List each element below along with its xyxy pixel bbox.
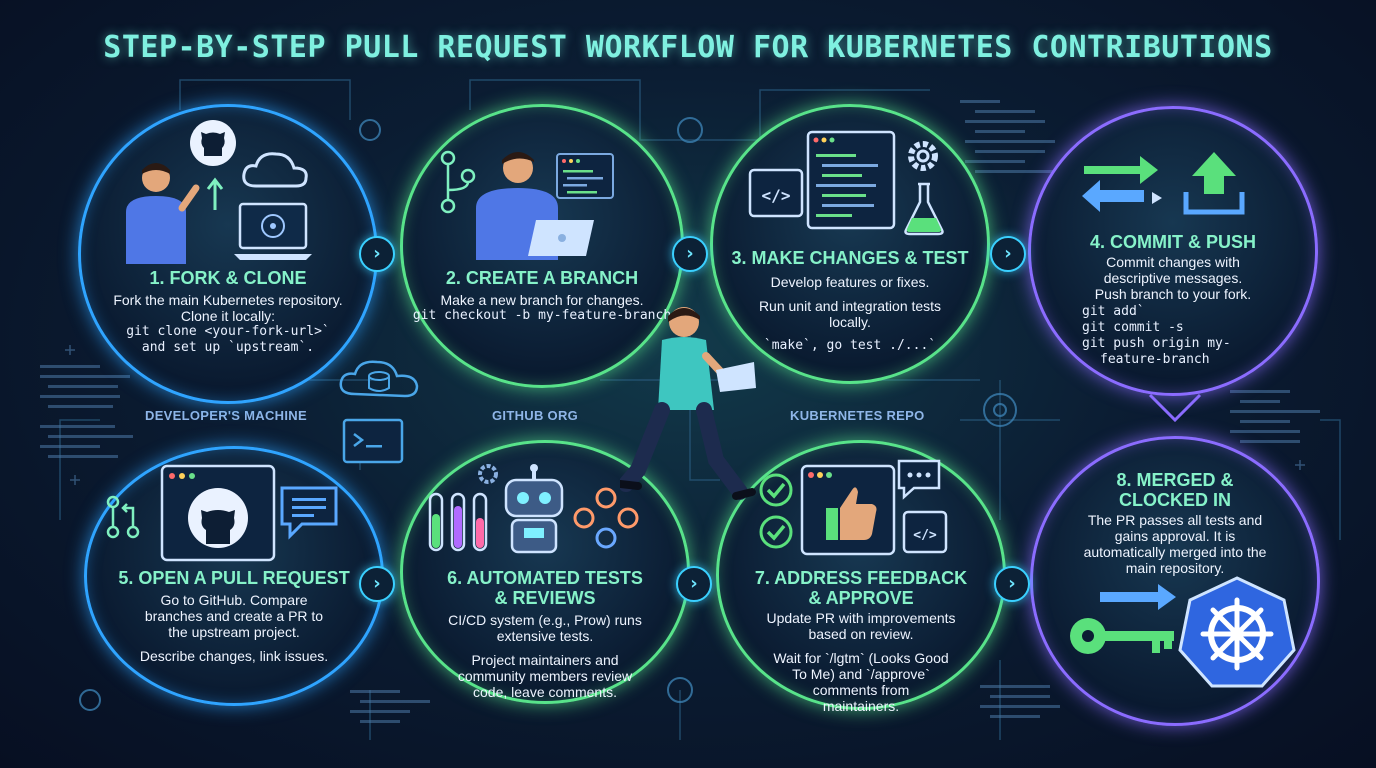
gear-small-icon: [478, 464, 498, 484]
flow-arrow-1-2: ›: [359, 236, 395, 272]
step-7-desc: Update PR with improvements based on rev…: [766, 610, 956, 714]
step-8-title: 8. MERGED & CLOCKED IN: [1116, 470, 1234, 510]
svg-text:</>: </>: [913, 528, 937, 543]
step-3-title: 3. MAKE CHANGES & TEST: [731, 248, 969, 268]
svg-text:</>: </>: [762, 186, 791, 205]
test-tubes-icon: [428, 492, 488, 552]
pull-request-icon: [106, 495, 140, 539]
page-title: STEP-BY-STEP PULL REQUEST WORKFLOW FOR K…: [103, 30, 1273, 65]
developer-figure: [126, 163, 200, 264]
github-icon: [190, 120, 236, 166]
step-3-desc: Develop features or fixes. Run unit and …: [758, 274, 942, 353]
step-5-desc: Go to GitHub. Compare branches and creat…: [139, 592, 329, 664]
code-tag-icon: </>: [748, 168, 804, 218]
kubernetes-helm-icon: [1178, 576, 1296, 688]
database-cloud-icon: [339, 360, 419, 398]
step-4-desc: Commit changes with descriptive messages…: [1094, 254, 1252, 302]
checkmark-icon: [759, 473, 793, 549]
flask-icon: [904, 182, 944, 236]
laptop-icon: [234, 202, 312, 260]
step-1-desc: Fork the main Kubernetes repository. Clo…: [113, 292, 343, 355]
gear-icon: [908, 141, 938, 171]
code-editor-icon: [806, 130, 896, 230]
step-4-code: git add` git commit -s git push origin m…: [1082, 304, 1231, 367]
thumbs-up-icon: [800, 464, 896, 556]
step-4-commit-push: [1028, 106, 1318, 396]
step-5-title: 5. OPEN A PULL REQUEST: [118, 568, 350, 588]
step-2-title: 2. CREATE A BRANCH: [445, 268, 639, 288]
developer-at-laptop: [476, 152, 594, 260]
code-small-icon: </>: [902, 510, 948, 554]
step-4-title: 4. COMMIT & PUSH: [1089, 232, 1256, 252]
code-window-icon: [556, 153, 614, 199]
upload-arrow-icon: [206, 177, 224, 210]
chat-icon: [280, 486, 338, 540]
flow-arrow-7-8: ›: [994, 566, 1030, 602]
merge-arrow-icon: [1100, 584, 1176, 610]
chat-dots-icon: [897, 459, 941, 500]
region-label-developer: DEVELOPER'S MACHINE: [145, 408, 307, 423]
flow-arrow-6-7: ›: [676, 566, 712, 602]
region-label-github: GITHUB ORG: [492, 408, 579, 423]
github-window-icon: [160, 464, 276, 562]
people-icon: [573, 487, 639, 549]
branch-icon: [440, 150, 476, 214]
flow-arrow-3-4: ›: [990, 236, 1026, 272]
flow-arrow-2-3: ›: [672, 236, 708, 272]
step-8-merged: [1030, 436, 1320, 726]
region-label-kubernetes: KUBERNETES REPO: [790, 408, 925, 423]
step-6-desc: CI/CD system (e.g., Prow) runs extensive…: [448, 612, 642, 700]
step-8-desc: The PR passes all tests and gains approv…: [1083, 512, 1267, 576]
robot-icon: [504, 464, 564, 554]
step-1-title: 1. FORK & CLONE: [149, 268, 307, 288]
step-7-title: 7. ADDRESS FEEDBACK & APPROVE: [754, 568, 968, 608]
step-2-desc: Make a new branch for changes. git check…: [412, 292, 672, 323]
key-icon: [1070, 618, 1174, 654]
step-6-title: 6. AUTOMATED TESTS & REVIEWS: [447, 568, 643, 608]
walking-developer: [620, 307, 756, 500]
arrows-icon: [1082, 156, 1162, 212]
terminal-icon: [342, 418, 404, 464]
upload-icon: [1183, 152, 1245, 215]
flow-arrow-5-6: ›: [359, 566, 395, 602]
cloud-icon: [242, 152, 308, 188]
